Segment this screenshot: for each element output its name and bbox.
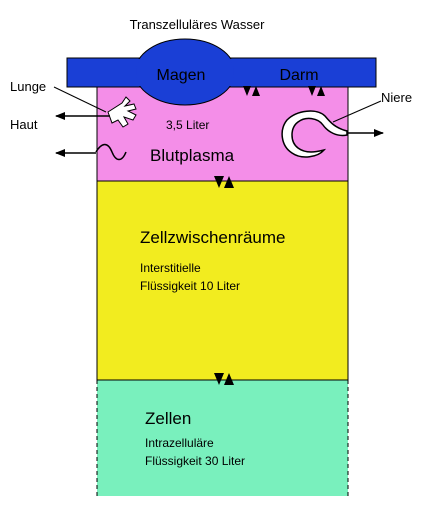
lung-label: Lunge (10, 79, 46, 94)
plasma-compartment (96, 84, 349, 182)
cells-line2: Flüssigkeit 30 Liter (145, 454, 245, 468)
exchange-arrow-interstitial-cells (214, 373, 234, 385)
skin-label: Haut (10, 117, 38, 132)
skin-icon (95, 143, 127, 161)
kidney-label: Niere (381, 90, 412, 105)
plasma-volume-label: 3,5 Liter (166, 118, 209, 132)
lung-icon (107, 96, 137, 128)
plasma-label: Blutplasma (150, 146, 235, 165)
interstitial-line1: Interstitielle (140, 261, 201, 275)
exchange-arrow-plasma-interstitial (214, 176, 234, 188)
cells-title: Zellen (145, 409, 191, 428)
exchange-arrow-intestine (308, 86, 325, 96)
interstitial-title: Zellzwischenräume (140, 228, 286, 247)
kidney-leader-line (332, 100, 382, 123)
lung-leader-line (53, 86, 107, 113)
interstitial-line2: Flüssigkeit 10 Liter (140, 279, 240, 293)
exchange-arrow-stomach (243, 86, 260, 96)
kidney-icon (281, 110, 348, 158)
transcellular-label: Transzelluläres Wasser (130, 17, 266, 32)
cells-line1: Intrazelluläre (145, 436, 214, 450)
interstitial-compartment (96, 180, 349, 381)
stomach-label: Magen (157, 67, 206, 84)
cells-compartment (97, 380, 348, 496)
intestine-label: Darm (279, 67, 318, 84)
